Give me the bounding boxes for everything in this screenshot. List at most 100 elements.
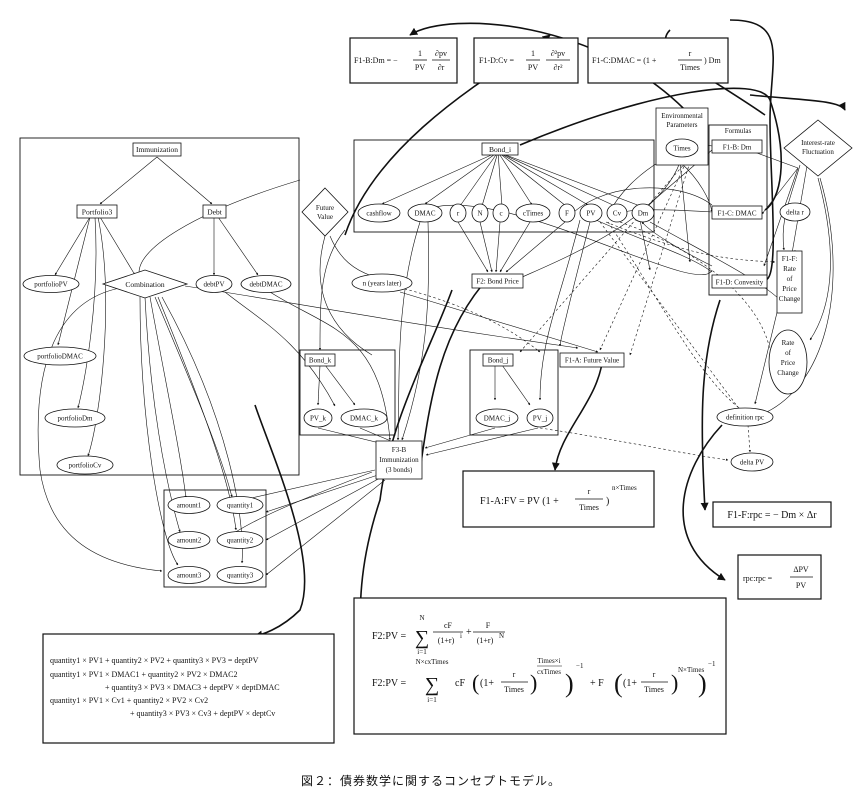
f2a-sum-top: N bbox=[419, 614, 424, 622]
f1d-frac1-num: 1 bbox=[531, 49, 535, 58]
irf-label-2: Fluctuation bbox=[802, 148, 834, 156]
debt-dmac-node: debtDMAC bbox=[240, 275, 292, 293]
f2b-neg1b: −1 bbox=[708, 660, 716, 668]
pv-k-node: PV_k bbox=[303, 408, 333, 428]
c-node: c bbox=[492, 203, 510, 223]
dmac-i-node: DMAC bbox=[407, 203, 443, 223]
f2b-times2: Times bbox=[644, 685, 664, 694]
f2b-sum-bot: i=1 bbox=[427, 696, 437, 704]
pv-j-label: PV_j bbox=[533, 415, 547, 423]
rpc-den: PV bbox=[796, 581, 806, 590]
n-node: N bbox=[471, 203, 489, 223]
f2b-plus: + F bbox=[590, 678, 604, 689]
f1f-label-4: Price bbox=[782, 285, 796, 293]
debt-dmac-label: debtDMAC bbox=[249, 281, 282, 289]
formula-f1c-box: F1-C:DMAC = (1 + r Times ) Dm bbox=[587, 37, 729, 84]
rpc-label-3: Price bbox=[781, 359, 795, 367]
debt-label: Debt bbox=[207, 208, 222, 217]
env-label-2: Parameters bbox=[666, 121, 697, 129]
dm-label: Dm bbox=[638, 210, 649, 218]
f1b-frac2-den: ∂r bbox=[438, 63, 445, 72]
f1a-tail: ) bbox=[606, 496, 609, 507]
f1a-future-value-label: F1-A: Future Value bbox=[565, 357, 619, 365]
n-years-later-label: n (years later) bbox=[363, 280, 403, 288]
f-label: F bbox=[565, 210, 569, 218]
cashflow-node: cashflow bbox=[357, 203, 401, 223]
formula-f2-box: F2:PV = N ∑ i=1 cF (1+r) i + F (1+r) N F… bbox=[353, 597, 727, 735]
debt-node: Debt bbox=[202, 204, 227, 219]
times-label: Times bbox=[673, 145, 691, 153]
bond-i-label: Bond_i bbox=[489, 145, 511, 154]
f1b-dm-label: F1-B: Dm bbox=[723, 144, 752, 152]
quantity1-node: quantity1 bbox=[216, 496, 264, 514]
quantity1-label: quantity1 bbox=[227, 502, 254, 510]
figure-caption: 図２：債券数学に関するコンセプトモデル。 bbox=[300, 774, 561, 788]
f1f-node: F1-F: bbox=[776, 250, 803, 314]
portfolio-dm-node: portfolioDm bbox=[44, 408, 106, 428]
formulas-title: Formulas bbox=[725, 127, 752, 135]
bond-j-frame bbox=[469, 349, 559, 436]
f2b-paren2-close-outer: ) bbox=[698, 669, 707, 698]
bond-k-node: Bond_k bbox=[304, 353, 336, 367]
amount1-label: amount1 bbox=[177, 502, 202, 510]
formulas-frame bbox=[708, 124, 768, 296]
f1b-dm-node: F1-B: Dm bbox=[711, 139, 763, 154]
irf-label-1: Interest-rate bbox=[801, 139, 835, 147]
f1d-convexity-node: F1-D: Convexity bbox=[711, 274, 768, 289]
portfolio-dmac-label: portfolioDMAC bbox=[37, 353, 83, 361]
f2b-c: cF bbox=[455, 678, 465, 689]
bond-k-label: Bond_k bbox=[309, 357, 332, 365]
f2a-t2-num: F bbox=[486, 621, 491, 630]
dmac-i-label: DMAC bbox=[414, 210, 435, 218]
f1a-future-value-node: F1-A: Future Value bbox=[559, 352, 625, 368]
bond-i-node: Bond_i bbox=[481, 142, 519, 156]
f1a-exp: n×Times bbox=[612, 484, 637, 492]
n-label: N bbox=[477, 210, 482, 218]
formula-f1a-box: F1-A:FV = PV (1 + r Times ) n×Times bbox=[462, 470, 655, 528]
interest-rate-fluctuation-node: Interest-rate Fluctuation bbox=[783, 119, 853, 177]
amount2-node: amount2 bbox=[167, 531, 211, 549]
dmac-k-node: DMAC_k bbox=[340, 408, 388, 428]
rpc-formula-label: rpc:rpc = bbox=[743, 574, 773, 583]
f1d-frac2-den: ∂r² bbox=[553, 63, 563, 72]
f2b-one: (1+ bbox=[480, 678, 494, 689]
f1c-dmac-node: F1-C: DMAC bbox=[711, 205, 763, 220]
f2b-r: r bbox=[513, 670, 516, 679]
ctimes-label: cTimes bbox=[523, 210, 544, 218]
portfolio-cv-node: portfolioCv bbox=[56, 455, 114, 475]
formula-f1b-box: F1-B:Dm = − 1 PV ∂pv ∂r bbox=[349, 37, 458, 84]
portfolio-pv-node: portfolioPV bbox=[22, 275, 80, 293]
environmental-parameters-node: Environmental Parameters Times bbox=[655, 107, 709, 166]
rpc-label-1: Rate bbox=[782, 339, 795, 347]
future-value-label-2: Value bbox=[317, 213, 333, 221]
f2b-inner-exp-num: Times×i bbox=[537, 657, 560, 665]
portfolio-cv-label: portfolioCv bbox=[69, 462, 102, 470]
f1c-dmac-label: F1-C: DMAC bbox=[717, 210, 756, 218]
f1b-frac1-num: 1 bbox=[418, 49, 422, 58]
immunization-node: Immunization bbox=[132, 142, 182, 157]
eq2a: quantity1 × PV1 × DMAC1 + quantity2 × PV… bbox=[50, 670, 237, 679]
cashflow-label: cashflow bbox=[366, 210, 392, 218]
f3b-node: F3-B Immunization (3 bonds) bbox=[375, 440, 423, 480]
pv-k-label: PV_k bbox=[310, 415, 326, 423]
rate-of-price-change-node: Rate of Price Change bbox=[768, 329, 808, 395]
f1a-frac-num: r bbox=[588, 487, 591, 496]
future-value-node: Future Value bbox=[301, 187, 349, 237]
f2a-t2-den: (1+r) bbox=[477, 636, 494, 645]
delta-r-node: delta r bbox=[779, 202, 811, 222]
f1f-label-5: Change bbox=[779, 295, 800, 303]
future-value-label-1: Future bbox=[316, 204, 334, 212]
f2a-t1-den: (1+r) bbox=[438, 636, 455, 645]
n-years-later-node: n (years later) bbox=[351, 273, 413, 293]
f1b-frac2-num: ∂pv bbox=[435, 49, 447, 58]
eq3b: + quantity3 × PV3 × Cv3 + deptPV × deptC… bbox=[130, 709, 275, 718]
f1c-tail: ) Dm bbox=[704, 56, 721, 65]
combination-node: Combination bbox=[101, 269, 189, 299]
portfolio3-node: Portfolio3 bbox=[76, 204, 118, 219]
f2-bond-price-label: F2: Bond Price bbox=[476, 278, 518, 286]
f1f-label-3: of bbox=[787, 275, 794, 283]
f2b-neg1a: −1 bbox=[576, 662, 584, 670]
f1c-frac-num: r bbox=[689, 49, 692, 58]
portfolio-dm-label: portfolioDm bbox=[58, 415, 94, 423]
f2a-plus: + bbox=[466, 627, 472, 638]
